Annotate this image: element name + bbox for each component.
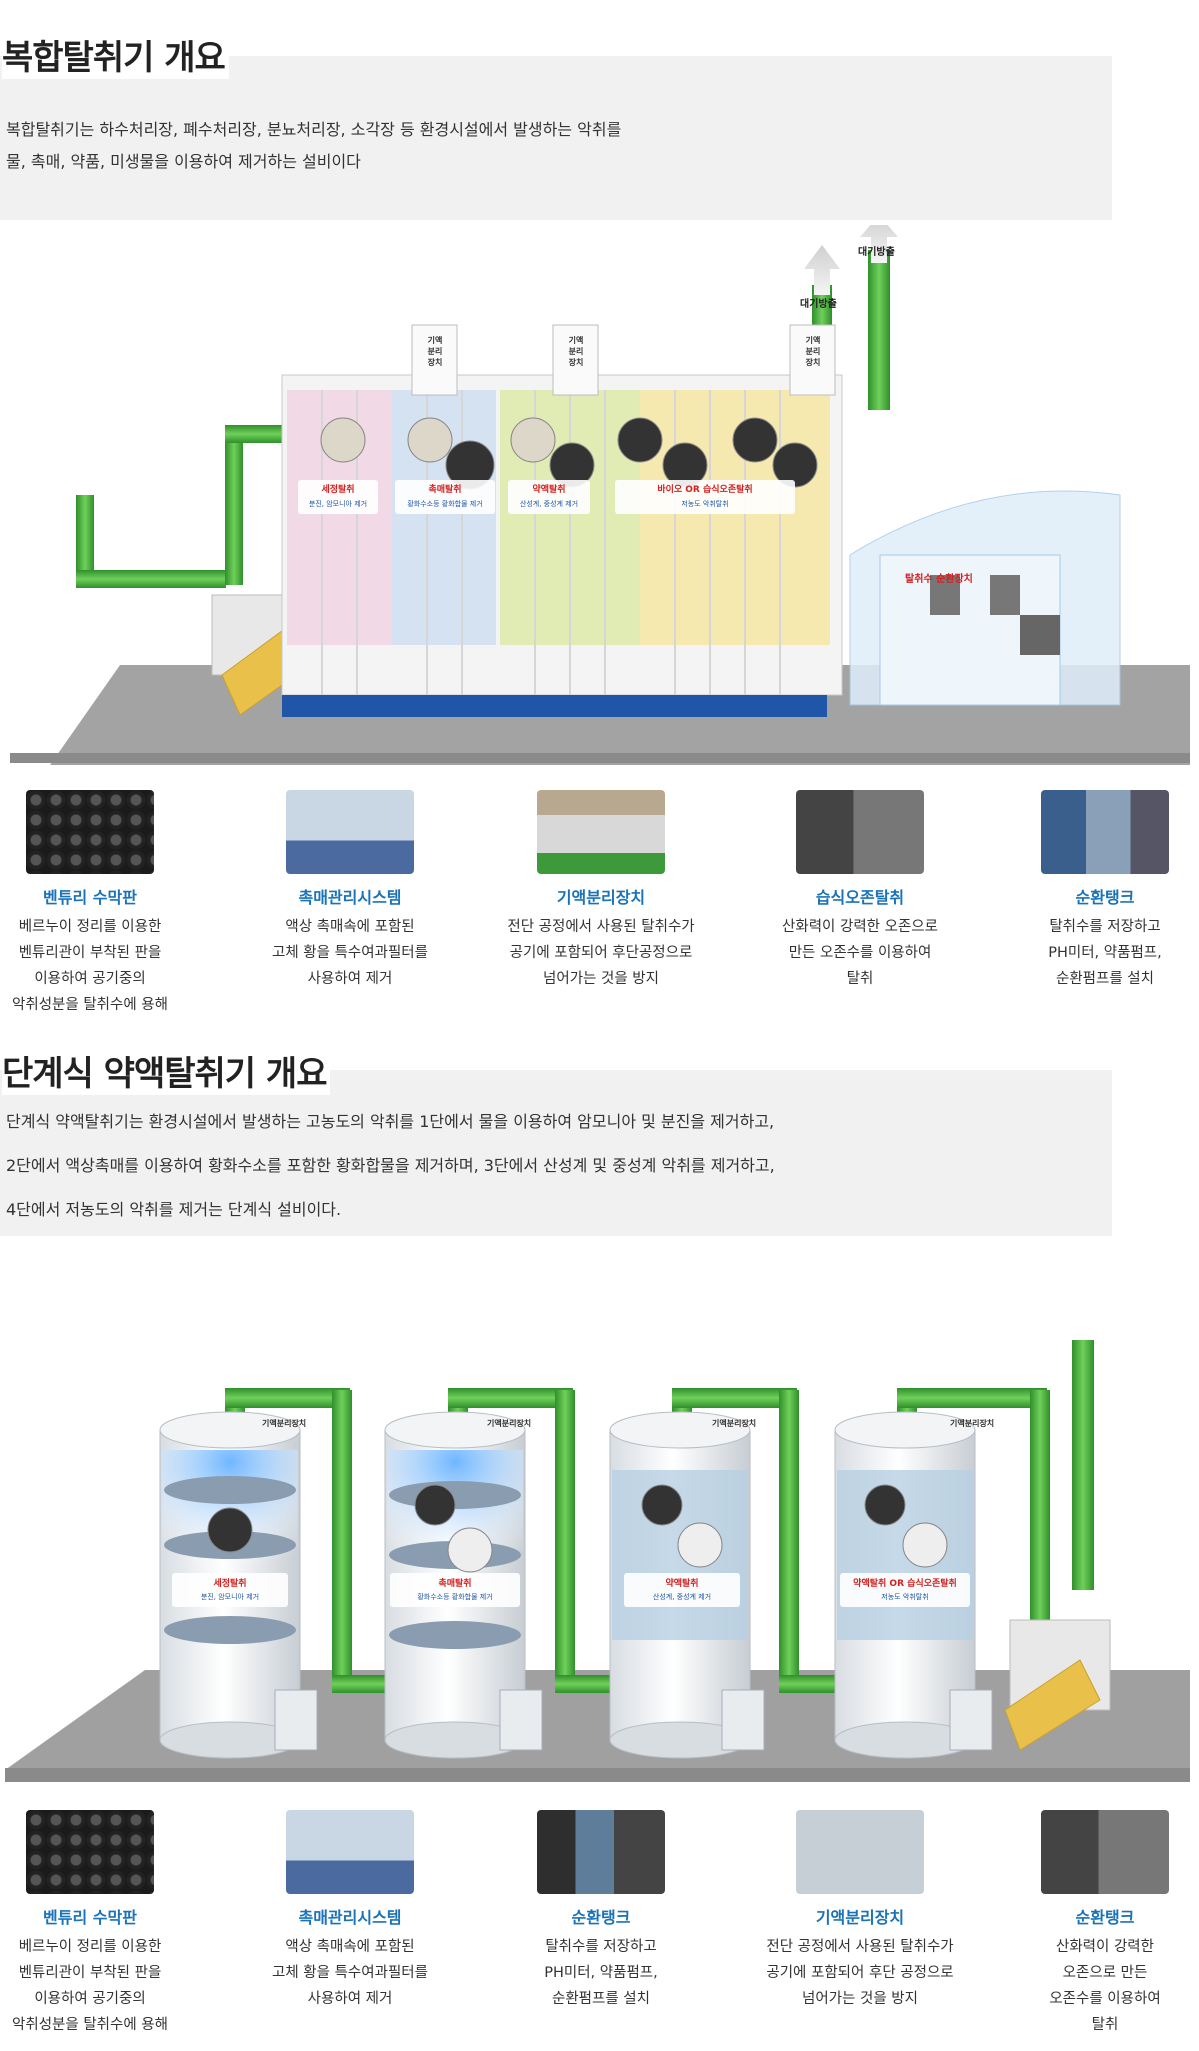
separator-label-4: 기액분리장치 [950,1419,995,1428]
section1-desc-line-1: 복합탈취기는 하수처리장, 폐수처리장, 분뇨처리장, 소각장 등 환경시설에서… [6,120,622,139]
tank-label: 탈취수 순환장치 [905,574,973,585]
feature-desc: 전단 공정에서 사용된 탈취수가 공기에 포함되어 후단 공정으로 넘어가는 것… [766,1939,954,2007]
feature-desc: 산화력이 강력한 오존으로 만든 오존수를 이용하여 탈취 [1049,1939,1161,2033]
separator-label-2: 기액 분리 장치 [568,336,584,367]
stage3-sub: 산성계, 중성계 제거 [519,500,579,508]
feature-desc: 액상 촉매속에 포함된 고체 황을 특수여과필터를 사용하여 제거 [272,919,428,987]
feature-title: 기액분리장치 [556,888,646,907]
exhaust-arrow-2 [860,225,898,263]
inlet-pipe [76,495,94,585]
feature-title: 순환탱크 [571,1908,631,1927]
section2-desc-line-2: 2단에서 액상촉매를 이용하여 황화수소를 포함한 황화합물을 제거하며, 3단… [6,1156,775,1175]
feature-desc: 탈취수를 저장하고 PH미터, 약품펌프, 순환펌프를 설치 [1048,919,1162,987]
separator-label-2: 기액분리장치 [487,1419,532,1428]
feature-tank: 순환탱크 탈취수를 저장하고 PH미터, 약품펌프, 순환펌프를 설치 [491,1810,711,2012]
side-tank-2 [499,1689,543,1751]
stage2-sub: 황화수소등 황화합물 제거 [407,500,483,508]
feature-desc: 베르누이 정리를 이용한 벤튜리관이 부착된 판을 이용하여 공기중의 악취성분… [12,919,168,1013]
feature-title: 기액분리장치 [815,1908,905,1927]
tower4-title: 약액탈취 OR 습식오존탈취 [853,1579,957,1589]
ozone-photo [1041,1810,1169,1894]
feature-desc: 베르누이 정리를 이용한 벤튜리관이 부착된 판을 이용하여 공기중의 악취성분… [12,1939,168,2033]
feature-desc: 전단 공정에서 사용된 탈취수가 공기에 포함되어 후단공정으로 넘어가는 것을… [507,919,695,987]
feature-desc: 산화력이 강력한 오존으로 만든 오존수를 이용하여 탈취 [782,919,938,987]
section2-heading: 단계식 약액탈취기 개요 [2,1046,331,1095]
side-tank-1 [274,1689,318,1751]
separator-label-3: 기액분리장치 [712,1419,757,1428]
feature-catalyst-system: 촉매관리시스템 액상 촉매속에 포함된 고체 황을 특수여과필터를 사용하여 제… [240,790,460,992]
staged-diagram-svg [5,1340,1190,1782]
feature-title: 촉매관리시스템 [298,1908,402,1927]
tower2-sub: 황화수소등 황화합물 제거 [417,1593,493,1601]
stack-2 [868,250,890,410]
feature-ozone: 순환탱크 산화력이 강력한 오존으로 만든 오존수를 이용하여 탈취 [1005,1810,1199,2038]
tank-photo [537,1810,665,1894]
feature-venturi-plate: 벤튜리 수막판 베르누이 정리를 이용한 벤튜리관이 부착된 판을 이용하여 공… [0,790,200,1018]
feature-title: 순환탱크 [1075,888,1135,907]
tower1-sub: 분진, 암모니아 제거 [200,1593,260,1601]
feature-title: 벤튜리 수막판 [43,1908,137,1927]
feature-separator: 기액분리장치 전단 공정에서 사용된 탈취수가 공기에 포함되어 후단공정으로 … [491,790,711,992]
stage-label-plates [298,480,795,514]
separator-tower-2 [552,324,599,396]
separator-photo [537,790,665,874]
feature-title: 순환탱크 [1075,1908,1135,1927]
exhaust-label-2: 대기방출 [858,247,895,258]
feature-title: 촉매관리시스템 [298,888,402,907]
feature-tank: 순환탱크 탈취수를 저장하고 PH미터, 약품펌프, 순환펌프를 설치 [1005,790,1199,992]
side-tank-4 [949,1689,993,1751]
feature-separator: 기액분리장치 전단 공정에서 사용된 탈취수가 공기에 포함되어 후단 공정으로… [750,1810,970,2012]
feature-desc: 탈취수를 저장하고 PH미터, 약품펌프, 순환펌프를 설치 [544,1939,658,2007]
media-circles [320,417,818,490]
stage4-title: 바이오 OR 습식오존탈취 [657,485,753,495]
exhaust-stack [1072,1340,1094,1590]
catalyst-system-photo [286,1810,414,1894]
tower3-sub: 산성계, 중성계 제거 [652,1593,712,1601]
tower3-title: 약액탈취 [665,1579,699,1589]
separator-label-1: 기액분리장치 [262,1419,307,1428]
section2-description-box: 단계식 약액탈취기는 환경시설에서 발생하는 고농도의 악취를 1단에서 물을 … [0,1070,1112,1236]
section1-desc-line-2: 물, 촉매, 약품, 미생물을 이용하여 제거하는 설비이다 [6,152,361,171]
tower2-title: 촉매탈취 [438,1579,472,1589]
separator-tower-1 [411,324,458,396]
stage2-title: 촉매탈취 [428,485,462,495]
tower1-title: 세정탈취 [213,1579,247,1589]
composite-diagram-svg [10,225,1190,765]
top-pipe-1 [225,425,243,585]
stage1-sub: 분진, 암모니아 제거 [308,500,368,508]
separator-label-1: 기액 분리 장치 [427,336,443,367]
stage-4-zone [640,390,830,645]
tank-photo [1041,790,1169,874]
feature-title: 벤튜리 수막판 [43,888,137,907]
section1-heading: 복합탈취기 개요 [2,30,229,79]
section1-description-box: 복합탈취기는 하수처리장, 폐수처리장, 분뇨처리장, 소각장 등 환경시설에서… [0,56,1112,220]
feature-title: 습식오존탈취 [815,888,905,907]
tower4-sub: 저농도 악취탈취 [881,1593,929,1601]
venturi-plate-photo [26,790,154,874]
stage4-sub: 저농도 악취탈취 [681,500,729,508]
stage-label-plates [172,1573,970,1607]
separator-label-3: 기액 분리 장치 [805,336,821,367]
feature-catalyst-system: 촉매관리시스템 액상 촉매속에 포함된 고체 황을 특수여과필터를 사용하여 제… [240,1810,460,2012]
staged-deodorizer-diagram: 기액분리장치 기액분리장치 기액분리장치 기액분리장치 세정탈취 분진, 암모니… [0,1290,1199,1810]
vessel-base [282,695,827,717]
venturi-plate-photo [26,1810,154,1894]
feature-ozone: 습식오존탈취 산화력이 강력한 오존으로 만든 오존수를 이용하여 탈취 [750,790,970,992]
feature-desc: 액상 촉매속에 포함된 고체 황을 특수여과필터를 사용하여 제거 [272,1939,428,2007]
side-tank-3 [721,1689,765,1751]
stage1-title: 세정탈취 [321,485,355,495]
stage3-title: 약액탈취 [532,485,566,495]
separator-photo [796,1810,924,1894]
fan-filter [1004,1659,1101,1751]
section2-desc-line-1: 단계식 약액탈취기는 환경시설에서 발생하는 고농도의 악취를 1단에서 물을 … [6,1112,775,1131]
exhaust-arrow-1 [804,245,840,295]
exhaust-label-1: 대기방출 [800,299,837,310]
separator-tower-3 [789,324,836,396]
catalyst-system-photo [286,790,414,874]
feature-venturi-plate: 벤튜리 수막판 베르누이 정리를 이용한 벤튜리관이 부착된 판을 이용하여 공… [0,1810,200,2038]
composite-deodorizer-diagram: 대기방출 대기방출 기액 분리 장치 기액 분리 장치 기액 분리 장치 세정탈… [0,225,1199,770]
section2-desc-line-3: 4단에서 저농도의 악취를 제거는 단계식 설비이다. [6,1200,342,1219]
ozone-photo [796,790,924,874]
